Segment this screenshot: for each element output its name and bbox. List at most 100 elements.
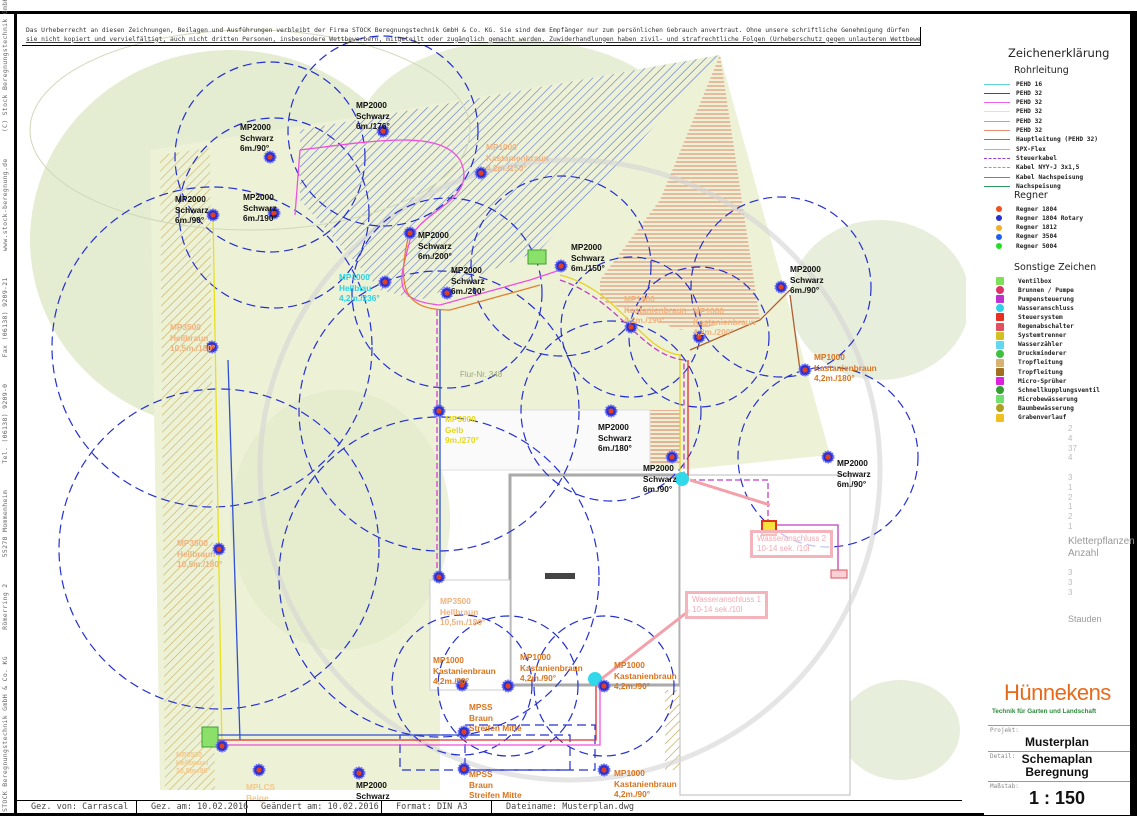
sprinkler-marker[interactable] [212, 542, 226, 556]
sprinkler-marker[interactable] [554, 259, 568, 273]
sprinkler-marker[interactable] [665, 450, 679, 464]
company-phone: Tel. (06138) 9209-0 [1, 383, 9, 464]
spray-arcs [51, 35, 919, 771]
sprinkler-marker[interactable] [457, 725, 471, 739]
sprinkler-marker[interactable] [457, 762, 471, 776]
disclaimer-line-1: Das Urheberrecht an diesen Zeichnungen, … [26, 27, 910, 34]
legend-item-pipe: PEHD 32 [984, 89, 1042, 97]
sprinkler-marker[interactable] [352, 766, 366, 780]
sprinkler-marker[interactable] [455, 678, 469, 692]
line-swatch-icon [984, 139, 1010, 141]
line-swatch-icon [984, 120, 1010, 122]
sprinkler-label: MP3500 Hellbraun 10,5m./180° [440, 596, 486, 627]
line-swatch-icon [984, 83, 1010, 85]
sprinkler-marker[interactable] [403, 226, 417, 240]
sprinkler-marker[interactable] [432, 404, 446, 418]
sprinkler-marker[interactable] [215, 739, 229, 753]
legend-item-label: Baumbewässerung [1018, 404, 1074, 412]
company-city: 55278 Mommenheim [1, 489, 9, 558]
drawn-by: Gez. von: Carrascal [17, 801, 137, 814]
legend-item-label: Hauptleitung (PEHD 32) [1016, 136, 1098, 144]
sprinkler-dot-icon [996, 215, 1002, 222]
sprinkler-marker[interactable] [432, 570, 446, 584]
sprinkler-marker[interactable] [624, 320, 638, 334]
symbol-icon [996, 295, 1004, 304]
legend-item-other: Schnellkupplungsventil [984, 386, 1100, 395]
detail-label: Detail: [990, 753, 1016, 760]
sprinkler-marker[interactable] [267, 206, 281, 220]
sprinkler-marker[interactable] [263, 150, 277, 164]
legend-item-label: Brunnen / Pumpe [1018, 286, 1074, 294]
legend-item-label: Micro-Sprüher [1018, 377, 1067, 385]
parcel-number: Flur-Nr. 348 [460, 370, 503, 379]
symbol-icon [996, 404, 1004, 413]
sprinkler-label: MP2000 Schwarz 6m./180° [598, 422, 632, 453]
pipelines [210, 139, 839, 751]
sprinkler-marker[interactable] [692, 330, 706, 344]
company-fax: Fax (06138) 9209-21 [1, 277, 9, 358]
sprinkler-markers [205, 124, 835, 780]
sprinkler-label: MP3500 Hellbraun 10,5m./180° [177, 538, 223, 569]
company-copyright: (C) Stock Beregnungstechnik GmbH & Co. K… [1, 0, 9, 133]
symbol-icon [996, 313, 1004, 322]
legend-title: Zeichenerklärung [1008, 46, 1110, 60]
sprinkler-marker[interactable] [501, 679, 515, 693]
sprinkler-marker[interactable] [378, 275, 392, 289]
detail-name: Schemaplan Beregnung [1021, 752, 1093, 779]
legend-item-pipe: PEHD 32 [984, 99, 1042, 107]
sprinkler-marker[interactable] [474, 166, 488, 180]
sprinkler-dot-icon [996, 224, 1002, 231]
sprinkler-label: MP3000 Gelb 9m./270° [445, 414, 479, 445]
sprinkler-label: MP2000 Schwarz 6m./90° [837, 458, 871, 489]
sprinkler-marker[interactable] [376, 124, 390, 138]
legend-item-other: Wasseranschluss [984, 304, 1074, 313]
symbol-icon [996, 349, 1004, 358]
climbing-plants-heading: Kletterpflanzen Anzahl [1068, 536, 1135, 559]
sprinkler-marker[interactable] [597, 763, 611, 777]
legend-item-other: Brunnen / Pumpe [984, 286, 1074, 295]
sprinkler-label: MP2000 Schwarz 6m./200° [451, 265, 485, 296]
sprinkler-marker[interactable] [206, 208, 220, 222]
sprinkler-marker[interactable] [774, 280, 788, 294]
water-connection-2-callout: Wasseranschluss 2 10-14 sek. /10l [750, 530, 834, 558]
legend-item-other: Micro-Sprüher [984, 377, 1067, 386]
sprinkler-marker[interactable] [597, 679, 611, 693]
sprinkler-marker[interactable] [205, 340, 219, 354]
legend-item-label: Microbewässerung [1018, 395, 1078, 403]
legend-item-label: Wasseranschluss [1018, 304, 1074, 312]
legend-item-label: Regner 5004 [1016, 242, 1057, 250]
sprinkler-label: MP1000 Kastanienbraun 4,2m./90° [433, 655, 496, 686]
legend-item-other: Wasserzähler [984, 340, 1063, 349]
water-connection-icon [588, 472, 689, 686]
symbol-icon [996, 395, 1004, 404]
line-swatch-icon [984, 148, 1010, 150]
legend-item-label: Steuerkabel [1016, 154, 1057, 162]
project-name: Musterplan [1024, 735, 1089, 749]
legend-item-label: Nachspeisung [1016, 182, 1061, 190]
legend-item-label: Systemtrenner [1018, 332, 1067, 340]
garden-areas [29, 29, 970, 790]
legend-item-label: Regenabschalter [1018, 323, 1074, 330]
sprinkler-marker[interactable] [604, 404, 618, 418]
rain-sensor-icon [830, 569, 848, 579]
sprinkler-marker[interactable] [821, 450, 835, 464]
legend-item-other: Pumpensteuerung [984, 295, 1074, 304]
sprinkler-label: MP1000 Hellblau 4,2m./236° [339, 272, 380, 303]
symbol-icon [996, 322, 1004, 331]
legend-sprinklers-heading: Regner [1014, 190, 1048, 201]
drawing-footer: Gez. von: Carrascal Gez. am: 10.02.2016 … [17, 800, 962, 814]
sprinkler-marker[interactable] [252, 763, 266, 777]
sprinkler-marker[interactable] [440, 286, 454, 300]
sprinkler-label: MPLCS Beige [246, 782, 276, 803]
sprinkler-label: MP2000 Schwarz 6m./90° [790, 264, 824, 295]
sprinkler-dot-icon [996, 243, 1002, 250]
line-swatch-icon [984, 102, 1010, 104]
line-swatch-icon [984, 176, 1010, 178]
sprinkler-marker[interactable] [798, 363, 812, 377]
legend-item-label: PEHD 32 [1016, 127, 1043, 134]
legend-item-label: SPX-Flex [1016, 145, 1046, 153]
legend-item-pipe: PEHD 32 [984, 108, 1042, 116]
symbol-icon [996, 304, 1004, 313]
